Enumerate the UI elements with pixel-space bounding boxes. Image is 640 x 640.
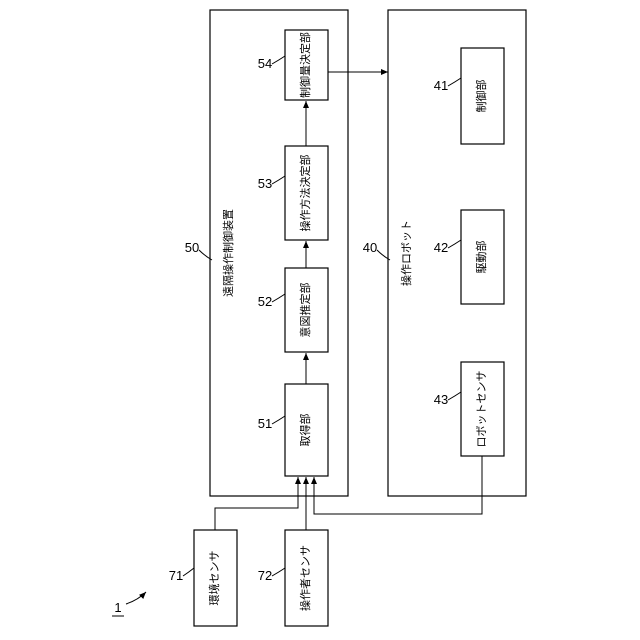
block-control-amount-ref: 54 [258, 56, 272, 71]
system-ref-arrow [126, 592, 146, 604]
block-robot-sensor-ref: 43 [434, 392, 448, 407]
block-method-label: 操作方法決定部 [298, 155, 312, 232]
env-sensor-leader [183, 568, 194, 576]
block-drive-ref: 42 [434, 240, 448, 255]
operator-sensor-label: 操作者センサ [298, 545, 312, 611]
env-sensor-label: 環境センサ [207, 551, 221, 606]
block-control-amount-label: 制御量決定部 [298, 32, 312, 98]
remote-controller-ref: 50 [185, 240, 199, 255]
system-ref: 1 [114, 600, 121, 615]
block-controller-label: 制御部 [474, 80, 488, 113]
block-robot-sensor-label: ロボットセンサ [475, 371, 488, 448]
block-method-ref: 53 [258, 176, 272, 191]
robot-ref: 40 [363, 240, 377, 255]
block-controller-ref: 41 [434, 78, 448, 93]
block-acquisition-ref: 51 [258, 416, 272, 431]
remote-controller-label: 遠隔操作制御装置 [221, 209, 235, 297]
block-intent-label: 意図推定部 [298, 283, 312, 338]
block-intent-ref: 52 [258, 294, 272, 309]
env-sensor-ref: 71 [169, 568, 183, 583]
block-acquisition-label: 取得部 [298, 414, 312, 447]
operator-sensor-ref: 72 [258, 568, 272, 583]
block-drive-label: 駆動部 [474, 241, 488, 274]
robot-label: 操作ロボット [399, 220, 413, 286]
operator-sensor-leader [272, 568, 285, 576]
